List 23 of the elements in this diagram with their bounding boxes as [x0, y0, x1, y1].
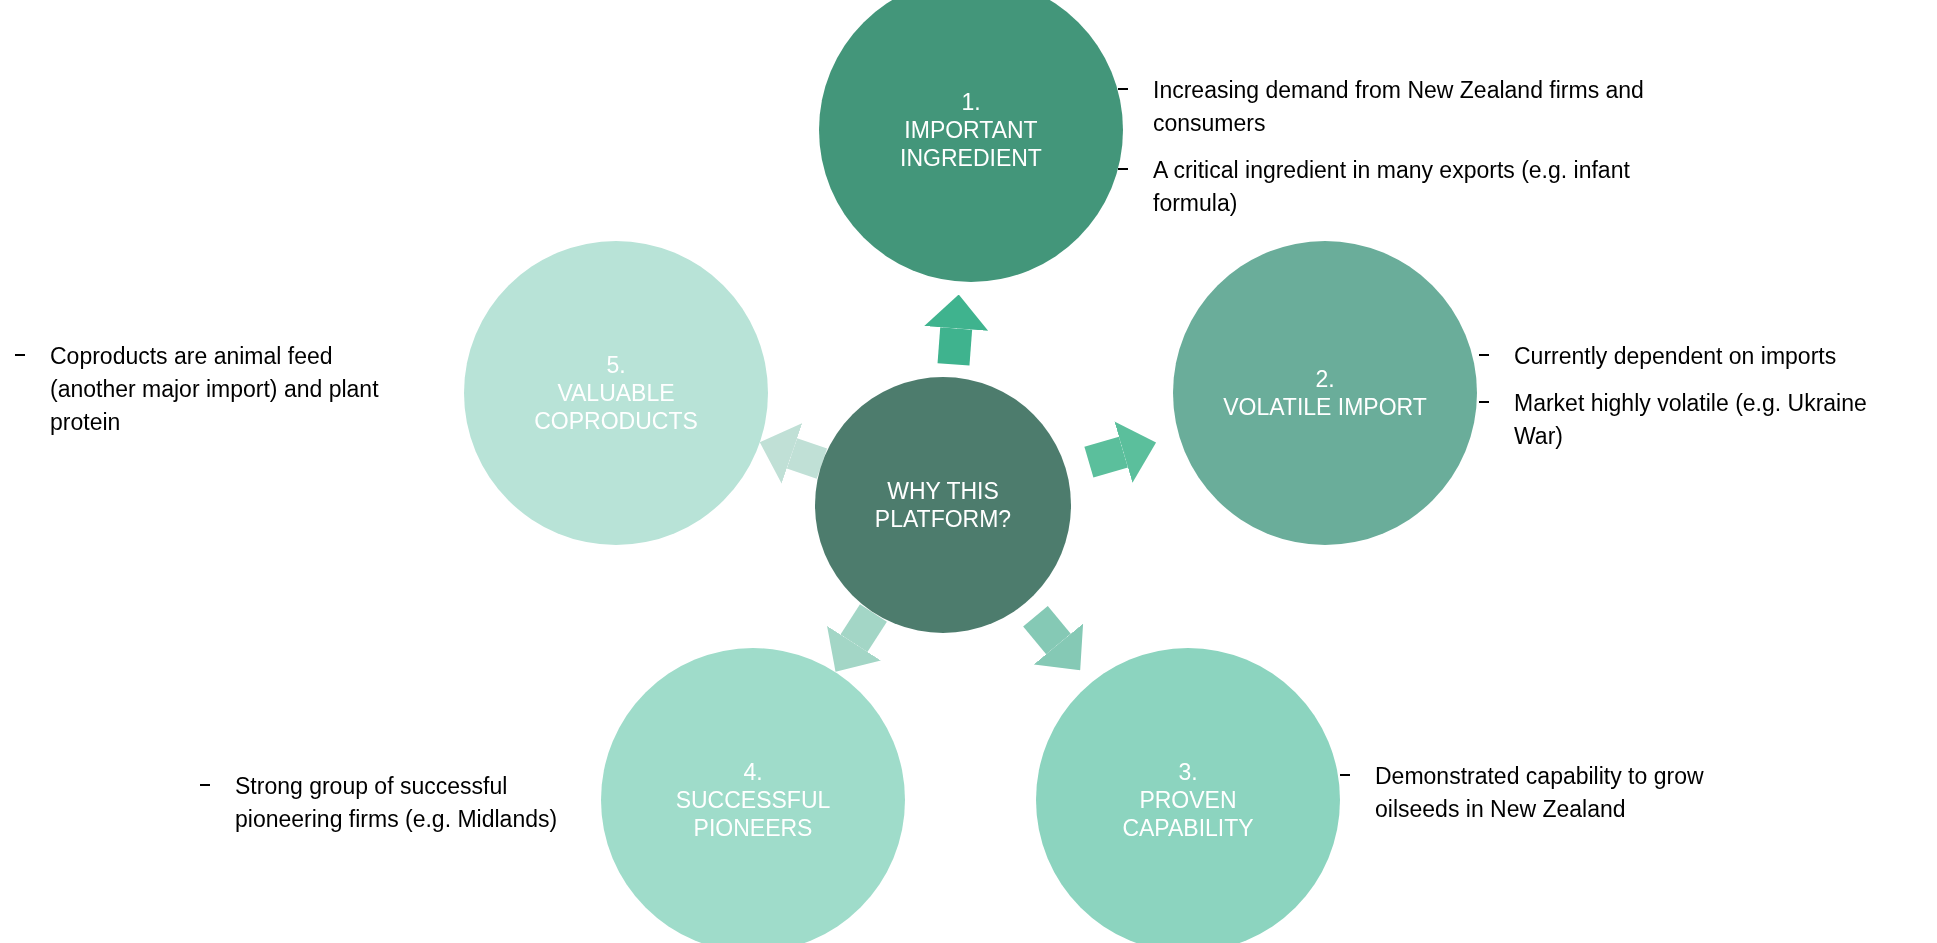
bullet-text: Increasing demand from New Zealand firms and consumers	[1153, 76, 1645, 138]
node-label: WHY THIS PLATFORM?	[873, 477, 1013, 533]
node-label: 3.	[1178, 758, 1198, 786]
node-label: 5.	[606, 351, 626, 379]
block-arrow	[1084, 421, 1157, 483]
node-label: VOLATILE IMPORT	[1223, 393, 1427, 421]
node-label: PROVEN CAPABILITY	[1121, 786, 1255, 842]
bullet-text: Market highly volatile (e.g. Ukraine War)	[1514, 389, 1868, 451]
block-arrow	[759, 423, 828, 484]
block-arrow	[924, 294, 989, 366]
node-label: 2.	[1315, 365, 1335, 393]
bullet-text: Demonstrated capability to grow oilseeds in New Zealand	[1375, 762, 1705, 824]
block-arrow	[1023, 606, 1084, 671]
node-label: 4.	[743, 758, 763, 786]
node-label: VALUABLE COPRODUCTS	[533, 379, 699, 435]
bullet-text: A critical ingredient in many exports (e.g. infant formula)	[1153, 156, 1631, 218]
bullet-text: Strong group of successful pioneering firms (e.g. Midlands)	[235, 772, 559, 834]
bullet-text: Currently dependent on imports	[1514, 342, 1837, 371]
node-label: IMPORTANT INGREDIENT	[899, 116, 1043, 172]
node-label: SUCCESSFUL PIONEERS	[674, 786, 832, 842]
bullet-text: Coproducts are animal feed (another major import) and plant protein	[50, 342, 380, 437]
block-arrow	[827, 604, 887, 672]
node-label: 1.	[961, 88, 981, 116]
